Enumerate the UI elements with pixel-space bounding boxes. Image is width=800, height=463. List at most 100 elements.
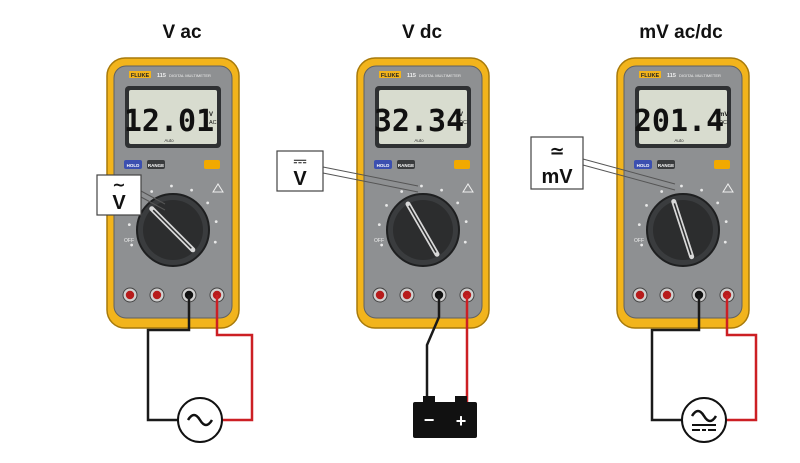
brand-badge: [639, 71, 661, 78]
dial-pointer-groove: [408, 205, 437, 253]
lcd-unit-top: V: [209, 112, 213, 118]
warning-icon: [212, 183, 224, 193]
callout-leader-line: [582, 164, 676, 191]
model-label: 115: [407, 73, 416, 79]
black-test-lead: [650, 295, 701, 422]
dial-position-mark: [660, 190, 664, 193]
dial-position-mark: [716, 201, 720, 205]
callout-leader-line: [140, 196, 166, 211]
brand-label: FLUKE: [381, 73, 400, 79]
hold-button: [374, 160, 392, 169]
model-label: 115: [157, 73, 166, 79]
input-jack: [662, 290, 672, 300]
lcd-unit-bottom: AC: [209, 120, 217, 126]
lcd-mode-label: Auto: [674, 138, 684, 143]
dial-position-mark: [400, 190, 404, 193]
model-suffix-label: DIGITAL MULTIMETER: [419, 73, 461, 78]
battery-terminal-negative: [423, 396, 435, 402]
lcd-reading: 201.4: [634, 104, 724, 139]
callout-leader-line: [140, 190, 166, 205]
panel-title-vac: V ac: [162, 22, 202, 43]
lcd-screen: [129, 90, 217, 144]
off-label: OFF: [124, 238, 134, 244]
callout-leader-line: [322, 172, 419, 193]
range-button: [657, 160, 675, 169]
model-suffix-label: DIGITAL MULTIMETER: [679, 73, 721, 78]
range-button-label: RANGE: [658, 163, 674, 168]
callout-box: [530, 136, 584, 190]
dial-position-mark: [724, 220, 728, 224]
black-test-lead: [146, 295, 191, 422]
dial-position-mark: [464, 220, 468, 224]
dial-position-mark: [637, 223, 641, 227]
sine-wave-glyph: [690, 409, 718, 423]
sine-wave-glyph: [186, 413, 214, 427]
backlight-button: [454, 160, 470, 169]
dial-position-mark: [214, 220, 218, 224]
hold-button: [124, 160, 142, 169]
battery-terminal-positive: [455, 396, 467, 402]
input-jack: [635, 290, 645, 300]
dial-position-mark: [440, 188, 443, 192]
dial-position-mark: [190, 188, 193, 192]
dial-position-mark: [385, 203, 388, 207]
lcd-unit-top: V: [459, 112, 463, 118]
battery-icon: [413, 402, 477, 438]
dial-position-mark: [456, 201, 460, 205]
red-test-lead: [215, 295, 254, 422]
lcd-unit-bottom: DC: [719, 120, 727, 126]
model-label: 115: [667, 73, 676, 79]
range-button: [147, 160, 165, 169]
dial-position-mark: [206, 201, 210, 205]
callout-symbol: ⎓: [294, 151, 307, 170]
dial-position-mark: [420, 184, 423, 188]
off-label: OFF: [634, 238, 644, 244]
lcd-reading: 32.34: [374, 104, 464, 139]
callout-symbol: ≃: [549, 141, 564, 162]
battery-minus-label: −: [424, 410, 435, 430]
callout-unit: V: [293, 168, 307, 190]
dial-position-mark: [377, 223, 381, 227]
input-jack: [375, 290, 385, 300]
dial-position-mark: [213, 240, 217, 244]
dial-pointer-groove: [673, 203, 692, 255]
range-button-label: RANGE: [148, 163, 164, 168]
brand-label: FLUKE: [131, 73, 150, 79]
lcd-reading: 12.01: [124, 104, 214, 139]
callout-leader-line: [322, 166, 419, 187]
black-test-lead: [425, 295, 441, 402]
panel-title-mv: mV ac/dc: [639, 22, 723, 43]
callout-box: [276, 150, 324, 192]
dial-position-mark: [170, 184, 173, 188]
callout-unit: V: [112, 192, 126, 214]
off-label: OFF: [374, 238, 384, 244]
model-suffix-label: DIGITAL MULTIMETER: [169, 73, 211, 78]
hold-button-label: HOLD: [377, 163, 390, 168]
lcd-screen: [379, 90, 467, 144]
brand-badge: [379, 71, 401, 78]
callout-unit: mV: [541, 166, 573, 188]
dial-position-mark: [130, 243, 134, 247]
dial-pointer-groove: [152, 209, 192, 249]
ac-dc-icon: [681, 397, 727, 443]
warning-icon: [722, 183, 734, 193]
lcd-mode-label: Auto: [164, 138, 174, 143]
input-jack: [402, 290, 412, 300]
dial-position-mark: [640, 243, 644, 247]
red-test-lead: [725, 295, 758, 422]
battery-plus-label: +: [456, 411, 467, 431]
lcd-mode-label: Auto: [414, 138, 424, 143]
warning-icon: [462, 183, 474, 193]
hold-button: [634, 160, 652, 169]
lcd-screen: [639, 90, 727, 144]
dial-position-mark: [680, 184, 683, 188]
dial-position-mark: [700, 188, 703, 192]
brand-badge: [129, 71, 151, 78]
range-button: [397, 160, 415, 169]
callout-box: [96, 174, 142, 216]
dial-position-mark: [463, 240, 467, 244]
